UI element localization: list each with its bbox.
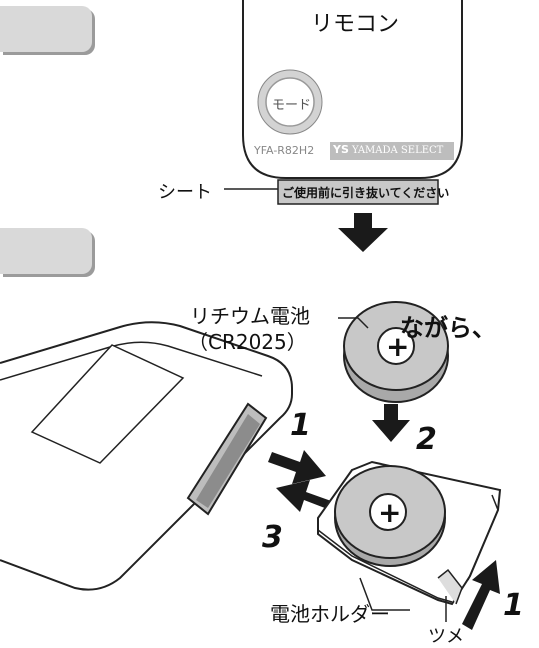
arrow-step-2 (372, 404, 410, 442)
plus-symbol-holder: + (378, 496, 402, 529)
battery-cover-panel (30, 344, 185, 464)
sheet-text: ご使用前に引き抜いてください (282, 186, 450, 200)
remote-title: リモコン (311, 12, 400, 37)
tab-label: ツメ (428, 626, 464, 647)
side-text: ながら、 (400, 314, 496, 342)
plus-symbol: + (386, 330, 410, 363)
model-number: YFA-R82H2 (254, 144, 315, 157)
brand-label-box (330, 142, 454, 160)
step-1-label: 1 (290, 408, 311, 443)
mode-button (265, 77, 315, 127)
battery-in-holder-plus-circle (369, 493, 407, 531)
holder-label: 電池ホルダー (270, 602, 390, 626)
brand-name: YAMADA SELECT (352, 145, 444, 156)
step-1b-label: 1 (503, 588, 524, 623)
arrow-step-1-push (462, 560, 500, 630)
step-3-label: 3 (262, 520, 283, 555)
latch-tab (437, 568, 463, 605)
section-tab-top (0, 6, 92, 52)
battery-model: （CR2025） (188, 330, 307, 354)
arrow-step-1-insert (268, 450, 326, 484)
battery-plus-circle (377, 327, 415, 365)
down-arrow (338, 213, 388, 252)
arrow-step-3 (276, 480, 334, 512)
battery-label: リチウム電池 (190, 304, 310, 328)
step-2-label: 2 (416, 422, 437, 457)
insulation-sheet (277, 179, 439, 205)
section-tab-middle (0, 228, 92, 274)
mode-button-label[interactable]: モード (272, 98, 312, 113)
brand-logo: YS (333, 143, 349, 156)
sheet-label: シート (158, 182, 212, 203)
